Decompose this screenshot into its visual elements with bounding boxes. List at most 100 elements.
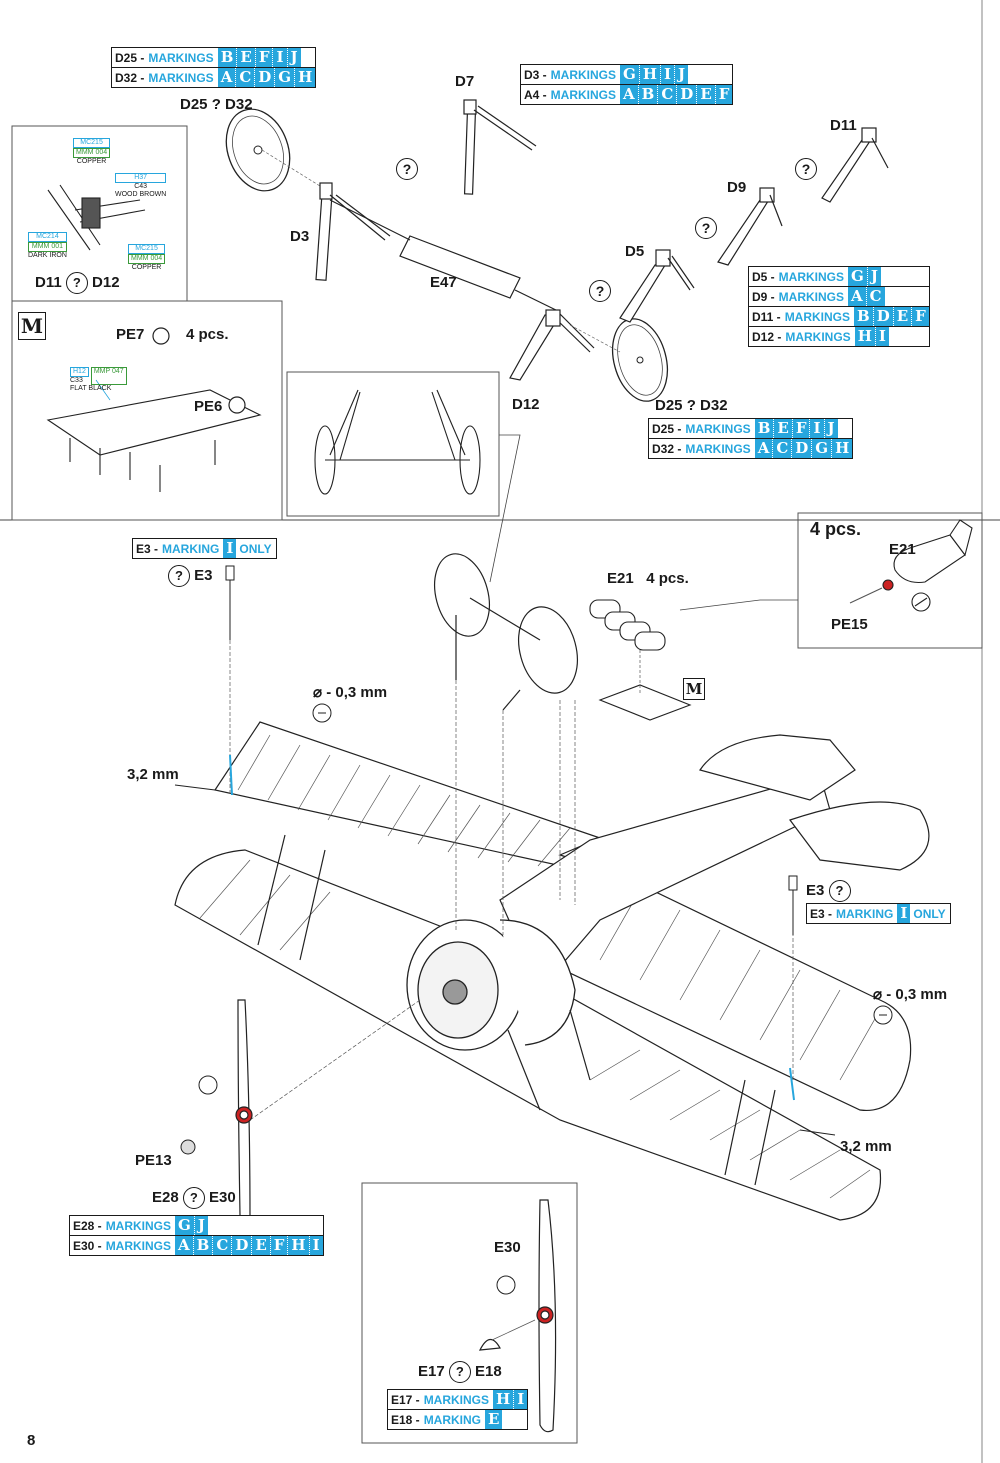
marking-letters: A C D G H (754, 439, 853, 458)
part-number: E18 - (391, 1412, 420, 1427)
marking-letter: C (236, 68, 256, 87)
markings-row-d5: D5 - MARKINGS G J (749, 267, 929, 287)
label-drill-right: ⌀ - 0,3 mm (873, 986, 948, 1003)
marking-letter: H (298, 68, 313, 86)
quantity-label: 4 pcs. (646, 570, 689, 587)
marking-letter: I (810, 419, 825, 438)
label-d3: D3 (290, 228, 310, 245)
paint-code: MC214 (28, 232, 67, 242)
part-label: E18 (475, 1363, 502, 1380)
markings-word: MARKINGS (148, 50, 214, 65)
part-number: D5 - (752, 269, 775, 284)
upper-wing-ribs (237, 734, 571, 867)
bombs-e21 (589, 599, 692, 721)
bomb-inset (849, 519, 973, 612)
paint-callout-wood-brown: H37 C43 WOOD BROWN (115, 173, 167, 199)
masking-badge: M (18, 312, 46, 340)
inset-propeller-box (361, 1182, 578, 1444)
marking-letter: G (175, 1216, 195, 1235)
alternative-choice-icon: ? (448, 1361, 471, 1383)
marking-letter: H (855, 327, 876, 346)
strut-d7 (463, 99, 537, 195)
marking-letter: G (620, 65, 640, 84)
markings-table-e28-e30: E28 - MARKINGS G J E30 - MARKINGS A B C … (69, 1215, 324, 1256)
inset-landing-gear-box (286, 371, 500, 517)
axle-e47 (329, 199, 561, 313)
markings-row-d32: D32 - MARKINGS A C D G H (112, 68, 316, 87)
alternative-choice-icon: ? (589, 280, 611, 302)
part-number: D25 - (652, 421, 682, 436)
markings-word: MARKINGS (550, 87, 617, 102)
marking-letters: I (897, 904, 911, 923)
interplane-struts (257, 834, 776, 1186)
marking-letter: I (878, 327, 886, 345)
marking-letter: J (827, 419, 835, 437)
paint-name: FLAT BLACK (70, 385, 112, 392)
marking-letter: E (488, 1410, 500, 1428)
paint-callout-copper-top: MC215 MMM 004 COPPER (73, 138, 111, 166)
part-label: E3 (806, 882, 825, 899)
markings-row-e3: E3 - MARKING I ONLY (807, 904, 950, 923)
lower-wing-ribs (199, 859, 871, 1199)
marking-letter: B (194, 1236, 214, 1255)
part-number: D32 - (115, 70, 145, 85)
wheel-d25-top (225, 108, 291, 192)
markings-row-d25: D25 - MARKINGS B E F I J (112, 48, 316, 68)
marking-letter: A (218, 68, 237, 87)
alternative-choice-icon: ? (795, 158, 817, 180)
paint-code: H12 (70, 367, 89, 377)
label-drill-left: ⌀ - 0,3 mm (313, 684, 388, 701)
marking-letters: A C (848, 287, 885, 306)
markings-row-d11: D11 - MARKINGS B D E F (749, 307, 929, 327)
markings-table-e17-e18: E17 - MARKINGS H I E18 - MARKING E (387, 1389, 529, 1430)
paint-code: MMM 001 (28, 242, 67, 252)
markings-row-d12: D12 - MARKINGS H I (749, 327, 929, 346)
part-number: E30 - (73, 1238, 102, 1253)
marking-letter: A (620, 85, 639, 104)
marking-letters: B D E F (854, 307, 929, 326)
marking-letters: H I (493, 1390, 528, 1409)
part-number: E3 - (810, 906, 833, 921)
markings-table-e3-left: E3 - MARKING I ONLY (132, 538, 277, 559)
part-label: D32 (225, 96, 253, 113)
label-e3-left: ? E3 (168, 565, 213, 587)
part-label: E30 (209, 1189, 236, 1206)
marking-letter: I (517, 1390, 525, 1408)
marking-letter: J (678, 65, 686, 83)
marking-letter: I (226, 539, 234, 557)
part-label: E28 (152, 1189, 179, 1206)
marking-letter: E (894, 307, 913, 326)
paint-code: C43 (134, 183, 148, 190)
label-pe13: PE13 (135, 1152, 172, 1169)
marking-letter: I (661, 65, 676, 84)
marking-letter: B (218, 48, 238, 67)
upper-wing-right (498, 869, 912, 1111)
markings-row-a4: A4 - MARKINGS A B C D E F (521, 85, 733, 104)
label-d25-d32-top: D25 ? D32 (180, 96, 253, 113)
label-d25-d32-mid: D25 ? D32 (655, 397, 728, 414)
paint-name: COPPER (76, 158, 107, 165)
marking-letter: J (290, 48, 298, 66)
marking-letter: F (915, 307, 926, 325)
marking-letter: D (255, 68, 276, 87)
part-number: D25 - (115, 50, 145, 65)
part-label: D25 (655, 397, 683, 414)
paint-callout-copper-bottom: MC215 MMM 004 COPPER (128, 244, 166, 272)
marking-letter: H (835, 439, 850, 457)
markings-table-struts: D5 - MARKINGS G J D9 - MARKINGS A C D11 … (748, 266, 930, 347)
markings-table-e3-right: E3 - MARKING I ONLY (806, 903, 951, 924)
marking-letter: E (237, 48, 256, 67)
inset-bomb-box (797, 512, 983, 649)
marking-word: MARKING (162, 541, 220, 556)
pe13-plate (180, 1139, 196, 1155)
markings-row-d9: D9 - MARKINGS A C (749, 287, 929, 307)
part-label: E21 (607, 570, 634, 587)
label-d5: D5 (625, 243, 645, 260)
main-gear-mounted (434, 553, 578, 711)
paint-code: MMP 047 (90, 367, 127, 385)
paint-code: MMM 004 (73, 148, 111, 158)
markings-row-d25: D25 - MARKINGS B E F I J (649, 419, 853, 439)
markings-word: MARKINGS (778, 289, 845, 304)
label-four-pcs: 4 pcs. (186, 326, 229, 343)
